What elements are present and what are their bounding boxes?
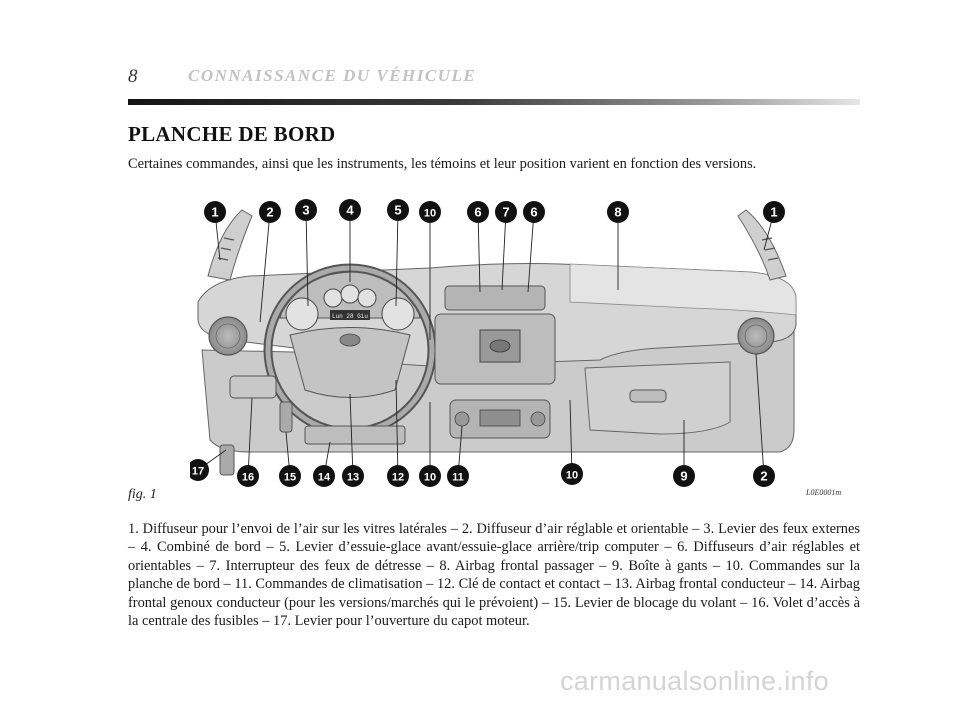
callout-top-marker-9 — [607, 201, 629, 223]
callout-top-marker-1 — [259, 201, 281, 223]
figure-code: L0E0001m — [806, 488, 842, 497]
callout-top-marker-0 — [204, 201, 226, 223]
callout-top-marker-2 — [295, 199, 317, 221]
left-pillar — [207, 209, 253, 281]
left-round-vent — [208, 316, 248, 356]
callout-top-label-9: 8 — [614, 205, 621, 220]
callout-top-label-10: 1 — [770, 205, 777, 220]
header-rule — [128, 99, 860, 105]
callout-top-leader-4 — [395, 209, 399, 307]
callout-bottom-label-3: 14 — [318, 472, 331, 484]
callout-bottom-leader-8 — [569, 399, 573, 475]
right-pillar — [737, 209, 787, 281]
callout-top-marker-6 — [467, 201, 489, 223]
callout-bottom-label-2: 15 — [284, 472, 296, 484]
callout-top-leader-6 — [477, 211, 481, 293]
callout-bottom-marker-10 — [753, 465, 775, 487]
callout-top-leader-1 — [259, 211, 271, 323]
intro-text: Certaines commandes, ainsi que les instr… — [128, 156, 757, 172]
column-lock-lever — [279, 401, 293, 433]
callout-top-marker-8 — [523, 201, 545, 223]
callout-top-marker-3 — [339, 199, 361, 221]
callout-bottom-leader-4 — [349, 393, 354, 477]
callout-bottom-leader-1 — [247, 397, 253, 477]
callout-top-marker-5 — [419, 201, 441, 223]
callout-bottom-label-1: 16 — [242, 472, 254, 484]
callout-bottom-marker-5 — [387, 465, 409, 487]
callout-top-label-1: 2 — [266, 205, 273, 220]
callout-bottom-marker-6 — [419, 465, 441, 487]
callout-bottom-marker-8 — [561, 463, 583, 485]
callout-top-leader-8 — [527, 211, 535, 293]
section-title: PLANCHE DE BORD — [128, 122, 336, 146]
callout-bottom-label-10: 2 — [760, 469, 767, 484]
callout-bottom-marker-4 — [342, 465, 364, 487]
callout-top-marker-10 — [763, 201, 785, 223]
callout-bottom-marker-3 — [313, 465, 335, 487]
steering-logo — [339, 333, 361, 347]
callout-bottom-label-9: 9 — [680, 469, 687, 484]
figure-caption: fig. 1 — [128, 487, 157, 502]
callout-top-marker-7 — [495, 201, 517, 223]
callout-top-marker-4 — [387, 199, 409, 221]
page-number: 8 — [128, 66, 138, 87]
callout-bottom-label-8: 10 — [566, 470, 578, 482]
callout-top-label-0: 1 — [211, 205, 218, 220]
callout-bottom-leader-5 — [395, 379, 399, 477]
callout-bottom-label-4: 13 — [347, 472, 359, 484]
callout-bottom-label-6: 10 — [424, 472, 436, 484]
callout-bottom-marker-0 — [190, 459, 209, 481]
callout-top-label-2: 3 — [302, 203, 309, 218]
callout-top-label-4: 5 — [394, 203, 401, 218]
callout-bottom-marker-1 — [237, 465, 259, 487]
fuse-box-cover — [229, 375, 277, 399]
callout-top-label-7: 7 — [502, 205, 509, 220]
cluster-display-text: Lun 28 Giu — [332, 313, 368, 320]
callout-top-leader-2 — [305, 209, 309, 307]
hood-lever — [219, 444, 235, 476]
knee-airbag — [304, 425, 406, 445]
callout-bottom-label-5: 12 — [392, 472, 404, 484]
callout-bottom-label-7: 11 — [452, 472, 464, 484]
running-head: CONNAISSANCE DU VÉHICULE — [188, 66, 477, 85]
callout-top-label-5: 10 — [424, 208, 436, 220]
center-vents — [444, 285, 546, 311]
right-round-vent — [737, 317, 775, 355]
callout-bottom-marker-2 — [279, 465, 301, 487]
callout-bottom-marker-9 — [673, 465, 695, 487]
legend-text: 1. Diffuseur pour l’envoi de l’air sur l… — [128, 521, 860, 630]
watermark: carmanualsonline.info — [560, 666, 829, 696]
callout-top-label-6: 6 — [474, 205, 481, 220]
callout-bottom-leader-10 — [755, 353, 765, 477]
callout-top-label-8: 6 — [530, 205, 537, 220]
callout-bottom-label-0: 17 — [192, 466, 204, 478]
callout-top-label-3: 4 — [346, 203, 354, 218]
callout-top-leader-7 — [501, 211, 507, 291]
callout-bottom-marker-7 — [447, 465, 469, 487]
